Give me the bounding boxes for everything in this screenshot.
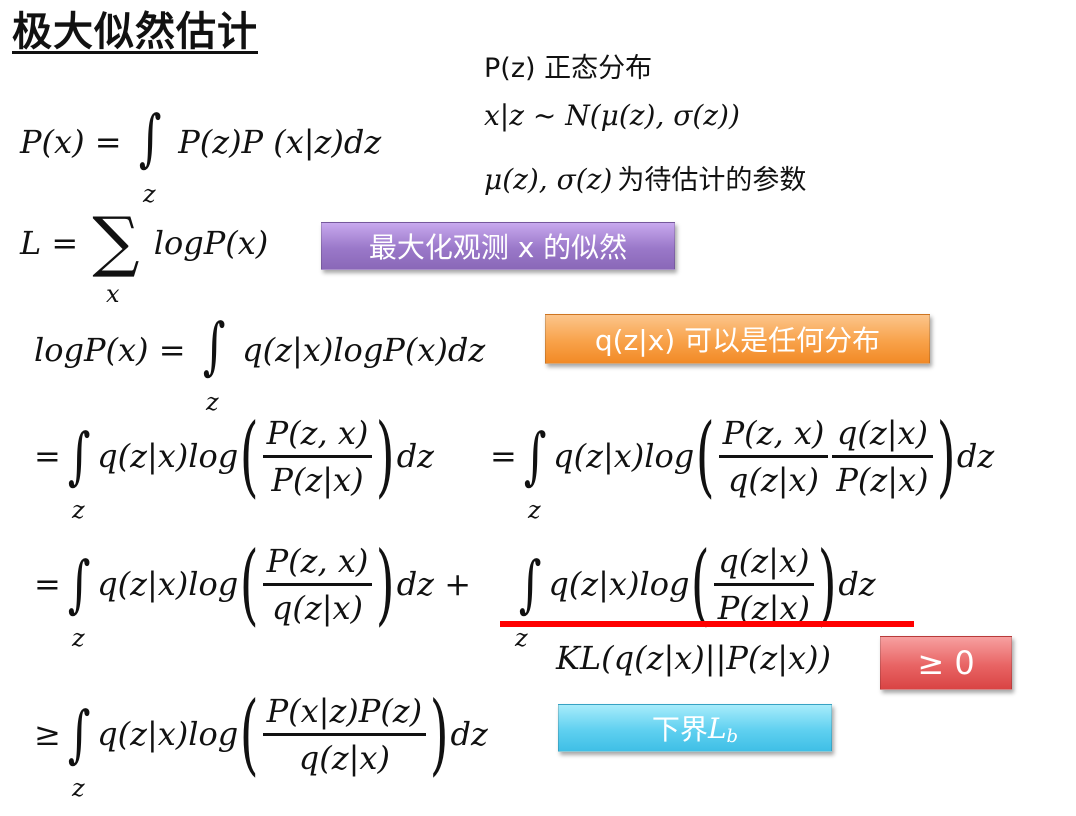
- numerator: q(z|x): [713, 541, 814, 586]
- any-distribution-callout: q(z|x) 可以是任何分布: [545, 314, 930, 364]
- denominator: P(z|x): [271, 460, 364, 499]
- maximize-likelihood-callout: 最大化观测 x 的似然: [321, 222, 675, 270]
- left-paren-icon: (: [239, 682, 259, 785]
- eq1-lhs: P(x) =: [20, 123, 122, 161]
- right-paren-icon: ): [936, 404, 956, 507]
- eq4a-post: dz: [396, 437, 435, 475]
- nonnegative-callout: ≥ 0: [880, 636, 1012, 690]
- denominator: q(z|x): [298, 738, 390, 777]
- eq4b-pre: q(z|x)log: [553, 437, 695, 475]
- fraction: P(z, x) q(z|x): [262, 541, 373, 628]
- eq5b-sub: z: [515, 624, 528, 652]
- eq1-body: P(z)P (x|z)dz: [178, 123, 382, 161]
- eq4b-post: dz: [956, 437, 995, 475]
- equation-step1-expanded: = ∫ q(z|x)log ( P(z, x) q(z|x) q(z|x) P(…: [490, 408, 994, 504]
- equation-likelihood: L = ∑ logP(x): [20, 203, 269, 280]
- eq5a-sub: z: [72, 624, 85, 652]
- denominator: P(z|x): [717, 588, 810, 627]
- parameters-math: μ(z), σ(z): [484, 163, 613, 196]
- fraction-2: q(z|x) P(z|x): [832, 413, 933, 500]
- numerator: P(x|z)P(z): [262, 691, 427, 736]
- lower-bound-symbol: L: [707, 711, 727, 745]
- integral-icon: ∫: [202, 309, 226, 382]
- eq3-lhs: logP(x) =: [34, 331, 186, 369]
- eq4a-lhs: =: [34, 437, 61, 475]
- eq6-sub: z: [72, 774, 85, 802]
- denominator: q(z|x): [271, 588, 364, 627]
- eq2-lhs: L =: [20, 224, 79, 262]
- equation-lower-bound: ≥ ∫ q(z|x)log ( P(x|z)P(z) q(z|x) ) dz: [34, 686, 488, 782]
- equation-marginal: P(x) = ∫ P(z)P (x|z)dz: [20, 101, 382, 174]
- fraction-1: P(z, x) q(z|x): [718, 413, 829, 500]
- integral-icon: ∫: [523, 419, 547, 492]
- eq3-sub: z: [206, 388, 219, 416]
- parameters-note: μ(z), σ(z) 为待估计的参数: [484, 158, 806, 200]
- denominator-1: q(z|x): [727, 460, 820, 499]
- eq4a-sub: z: [72, 496, 85, 524]
- denominator-2: P(z|x): [836, 460, 929, 499]
- parameters-text: 为待估计的参数: [617, 165, 807, 196]
- eq2-body: logP(x): [153, 224, 269, 262]
- fraction: q(z|x) P(z|x): [713, 541, 814, 628]
- eq5a-post: dz +: [396, 565, 472, 603]
- numerator: P(z, x): [262, 413, 373, 458]
- left-paren-icon: (: [691, 532, 711, 635]
- eq1-sub: z: [143, 180, 156, 208]
- equation-log-marginal: logP(x) = ∫ q(z|x)logP(x)dz: [34, 309, 486, 382]
- eq5a-lhs: =: [34, 565, 61, 603]
- conditional-distribution-note: x|z ~ N(μ(z), σ(z)): [484, 99, 740, 132]
- eq2-sub: x: [106, 280, 120, 308]
- right-paren-icon: ): [817, 532, 837, 635]
- right-paren-icon: ): [429, 682, 449, 785]
- integral-icon: ∫: [518, 547, 542, 620]
- eq4b-lhs: =: [490, 437, 517, 475]
- equation-kl-term: ∫ q(z|x)log ( q(z|x) P(z|x) ) dz: [512, 536, 876, 632]
- numerator-1: P(z, x): [718, 413, 829, 458]
- left-paren-icon: (: [239, 532, 259, 635]
- integral-icon: ∫: [138, 101, 162, 174]
- eq3-body: q(z|x)logP(x)dz: [242, 331, 486, 369]
- left-paren-icon: (: [695, 404, 715, 507]
- equation-step2: = ∫ q(z|x)log ( P(z, x) q(z|x) ) dz +: [34, 536, 471, 632]
- eq6-post: dz: [450, 715, 488, 753]
- eq5b-pre: q(z|x)log: [548, 565, 690, 603]
- right-paren-icon: ): [376, 532, 395, 635]
- integral-icon: ∫: [67, 419, 91, 492]
- lower-bound-subscript: b: [726, 725, 739, 747]
- eq5b-post: dz: [838, 565, 876, 603]
- integral-icon: ∫: [67, 547, 91, 620]
- kl-divergence-label: KL(q(z|x)||P(z|x)): [556, 639, 832, 677]
- slide-title: 极大似然估计: [12, 9, 258, 55]
- fraction: P(x|z)P(z) q(z|x): [262, 691, 427, 778]
- right-paren-icon: ): [376, 404, 395, 507]
- sum-icon: ∑: [92, 203, 140, 280]
- fraction: P(z, x) P(z|x): [262, 413, 373, 500]
- numerator: P(z, x): [262, 541, 373, 586]
- lower-bound-callout: 下界 L b: [558, 704, 832, 752]
- eq6-lhs: ≥: [34, 715, 61, 753]
- eq6-pre: q(z|x)log: [97, 715, 239, 753]
- equation-step1: = ∫ q(z|x)log ( P(z, x) P(z|x) ) dz: [34, 408, 434, 504]
- numerator-2: q(z|x): [832, 413, 933, 458]
- lower-bound-text: 下界: [651, 713, 708, 746]
- kl-underline: [500, 621, 914, 627]
- left-paren-icon: (: [239, 404, 259, 507]
- eq4a-pre: q(z|x)log: [97, 437, 239, 475]
- pz-distribution-note: P(z) 正态分布: [484, 53, 653, 84]
- eq5a-pre: q(z|x)log: [97, 565, 239, 603]
- integral-icon: ∫: [67, 697, 91, 770]
- eq4b-sub: z: [528, 496, 541, 524]
